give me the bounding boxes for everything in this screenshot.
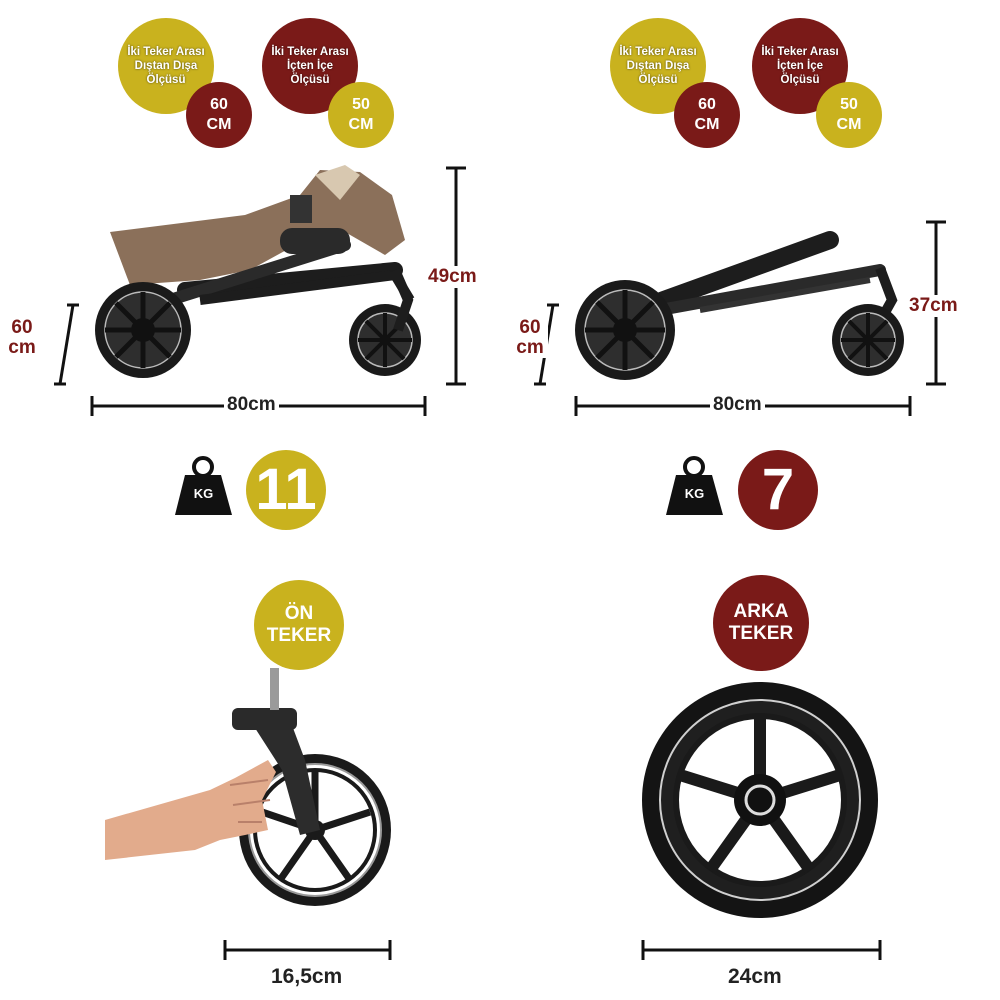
front-wheel-size-label: 16,5cm [268, 965, 346, 989]
weight-unit-label: KG [193, 486, 214, 501]
rear-wheel-label: ARKA TEKER [728, 601, 794, 644]
badge-value: 50 CM [348, 96, 374, 133]
folded-chassis-image [575, 231, 904, 380]
front-wheel-badge: ÖN TEKER [254, 580, 344, 670]
wheel-size-lines [223, 940, 882, 960]
inner-wheel-distance-value-badge: 50 CM [328, 82, 394, 148]
front-wheel-label: ÖN TEKER [266, 603, 332, 646]
height-label: 37cm [906, 295, 961, 317]
length-label: 80cm [710, 394, 765, 416]
rear-wheel-image [642, 682, 878, 918]
weight-icon [175, 456, 232, 515]
front-wheel-image [105, 668, 391, 906]
height-label: 49cm [425, 266, 480, 288]
depth-label: 60 cm [512, 318, 548, 358]
badge-label: İki Teker Arası İçten İçe Ölçüsü [271, 46, 349, 86]
outer-wheel-distance-value-badge: 60 CM [186, 82, 252, 148]
inner-wheel-distance-badge: İki Teker Arası İçten İçe Ölçüsü [752, 18, 848, 114]
inner-wheel-distance-value-badge: 50 CM [816, 82, 882, 148]
length-label: 80cm [224, 394, 279, 416]
rear-wheel-badge: ARKA TEKER [713, 575, 809, 671]
folded-stroller-with-seat-image [95, 165, 421, 378]
outer-wheel-distance-value-badge: 60 CM [674, 82, 740, 148]
weight-icon [666, 456, 723, 515]
depth-label: 60 cm [4, 318, 40, 358]
rear-wheel-size-label: 24cm [725, 965, 785, 989]
badge-label: İki Teker Arası Dıştan Dışa Ölçüsü [619, 46, 697, 86]
badge-label: İki Teker Arası Dıştan Dışa Ölçüsü [127, 46, 205, 86]
badge-value: 60 CM [694, 96, 720, 133]
weight-value: 11 [255, 457, 317, 522]
badge-value: 50 CM [836, 96, 862, 133]
weight-badge: 7 [738, 450, 818, 530]
badge-label: İki Teker Arası İçten İçe Ölçüsü [761, 46, 839, 86]
weight-badge: 11 [246, 450, 326, 530]
badge-value: 60 CM [206, 96, 232, 133]
weight-unit-label: KG [684, 486, 705, 501]
weight-value: 7 [761, 457, 795, 522]
